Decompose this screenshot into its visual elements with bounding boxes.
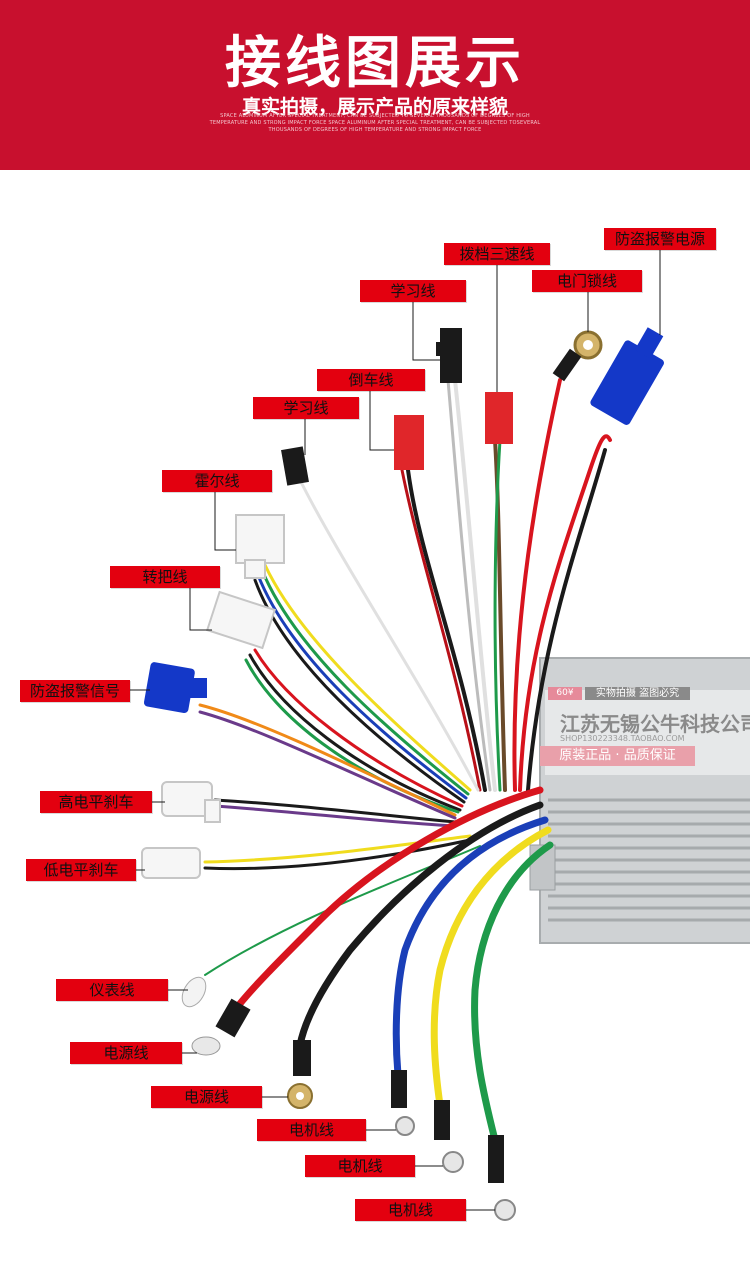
- leader-reverse: [369, 390, 394, 451]
- wire-reverse-red: [400, 468, 482, 792]
- label-gear-three-speed: 拨档三速线: [444, 243, 550, 265]
- wire-hall-yellow: [263, 563, 472, 792]
- wire-signal-orange: [198, 703, 457, 817]
- watermark-quality: 原装正品 · 品质保证: [540, 746, 695, 766]
- label-learn-1: 学习线: [360, 280, 466, 302]
- label-power-1: 电源线: [70, 1042, 182, 1064]
- connector-low-brake: [141, 847, 201, 879]
- wire-low-brake-black: [203, 838, 472, 871]
- controller-box: [529, 657, 750, 944]
- wire-high-brake-black: [213, 798, 457, 824]
- wire-learn-1-gray: [446, 378, 492, 792]
- page-subtitle: 真实拍摄，展示产品的原来样貌: [241, 96, 508, 118]
- wire-power-red: [231, 786, 544, 1014]
- label-anti-theft-signal: 防盗报警信号: [20, 680, 130, 702]
- connector-reverse: [394, 415, 424, 470]
- label-power-2: 电源线: [151, 1086, 262, 1108]
- label-hall: 霍尔线: [162, 470, 272, 492]
- watermark-company: 江苏无锡公牛科技公司: [560, 712, 750, 736]
- wire-hall-green: [260, 568, 470, 796]
- page-title: 接线图展示: [225, 31, 525, 96]
- label-meter: 仪表线: [56, 979, 168, 1001]
- leader-hall: [214, 492, 236, 551]
- wire-anti-theft-power-black: [526, 448, 607, 792]
- fine-print: SPACE ALUMINUM AFTER SPECIAL TREATMENT, …: [209, 113, 541, 133]
- watermark-tag: 60¥: [548, 687, 582, 700]
- wire-learn-1-white: [453, 378, 497, 792]
- label-e-lock: 电门锁线: [532, 270, 642, 292]
- connector-hall: [235, 514, 285, 579]
- connector-anti-theft-power: [590, 327, 664, 425]
- wire-e-lock-red: [512, 378, 562, 792]
- wire-motor-yellow: [430, 826, 552, 1109]
- wire-motor-blue: [392, 816, 549, 1079]
- wire-throttle-red: [253, 648, 464, 808]
- wire-throttle-black: [248, 653, 462, 812]
- wiring-diagram: [130, 250, 750, 1221]
- label-throttle: 转把线: [110, 566, 220, 588]
- wire-power-black: [296, 801, 544, 1049]
- watermark-shop: SHOP130223348.TAOBAO.COM: [560, 734, 685, 743]
- label-reverse: 倒车线: [317, 369, 425, 391]
- label-motor-3: 电机线: [355, 1199, 466, 1221]
- header-banner: 接线图展示 真实拍摄，展示产品的原来样貌 SPACE ALUMINUM AFTE…: [0, 0, 750, 170]
- label-anti-theft-power: 防盗报警电源: [604, 228, 716, 250]
- wire-high-brake-purple: [213, 804, 457, 828]
- connector-high-brake: [161, 781, 221, 823]
- label-low-brake: 低电平刹车: [26, 859, 136, 881]
- connector-throttle: [205, 590, 277, 650]
- wire-learn-2: [298, 478, 480, 792]
- wire-signal-purple: [198, 710, 457, 820]
- connector-gear: [485, 392, 513, 444]
- wire-low-brake-yellow: [203, 834, 472, 864]
- leader-throttle: [189, 588, 212, 631]
- label-learn-2: 学习线: [253, 397, 359, 419]
- terminal-power-red: [191, 998, 251, 1056]
- leader-learn-1: [412, 302, 440, 361]
- terminal-meter: [181, 976, 207, 1008]
- watermark-box: 实物拍摄 盗图必究: [585, 687, 690, 700]
- wire-gear-2: [493, 438, 502, 792]
- label-motor-1: 电机线: [257, 1119, 366, 1141]
- terminal-motor-yellow: [434, 1100, 464, 1173]
- terminal-power-black: [287, 1040, 313, 1109]
- wire-anti-theft-power-red: [518, 434, 612, 792]
- connector-anti-theft-signal: [143, 662, 207, 714]
- wire-hall-blue: [256, 573, 468, 800]
- connector-e-lock: [552, 330, 603, 382]
- wire-reverse: [406, 468, 487, 792]
- terminal-motor-green: [488, 1135, 516, 1221]
- terminal-motor-blue: [391, 1070, 415, 1136]
- label-high-brake: 高电平刹车: [40, 791, 152, 813]
- label-motor-2: 电机线: [305, 1155, 415, 1177]
- connector-learn-2: [281, 446, 309, 486]
- wire-motor-green: [471, 841, 554, 1144]
- connector-learn-1: [436, 328, 462, 383]
